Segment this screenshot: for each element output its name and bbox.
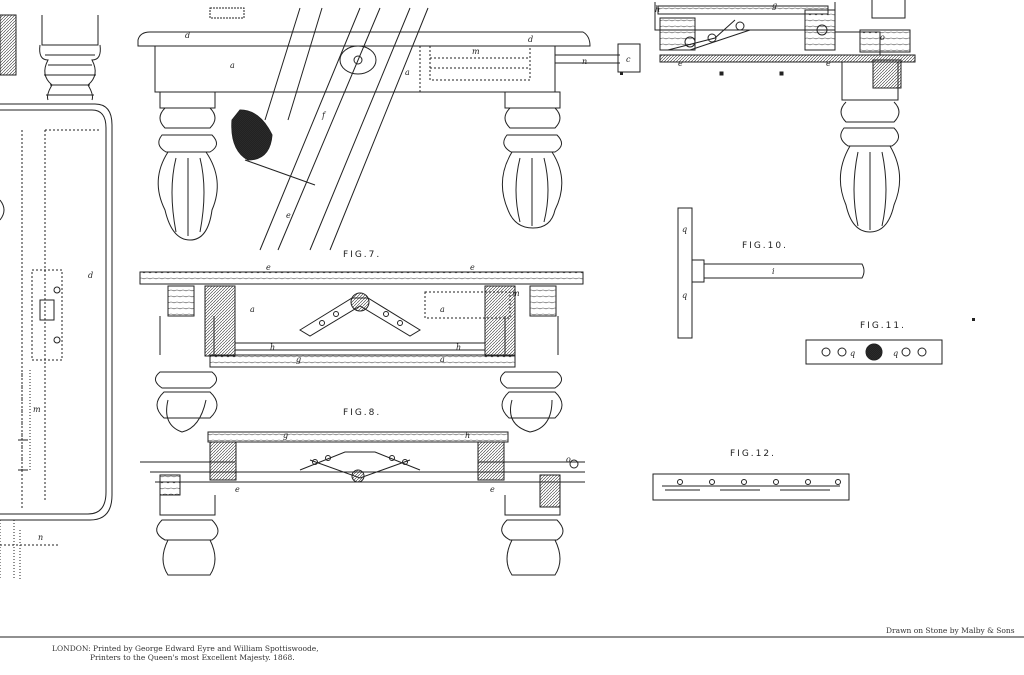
fig8-drawing: g h e e o [140,431,585,576]
printer-imprint: LONDON: Printed by George Edward Eyre an… [52,644,319,662]
letter-e-f8-1: e [235,485,240,494]
letter-e-tr-1: e [678,59,683,68]
lithographer-credit: Drawn on Stone by Malby & Sons [886,626,1015,635]
letter-d-top-1: d [185,31,190,40]
letter-q-f10-1: q [682,225,687,234]
letter-o-f8: o [566,455,571,464]
letter-q-f11-2: q [893,349,898,358]
letter-h-f7-2: h [456,343,461,352]
letter-e-top: e [286,211,291,220]
fig12-label: FIG.12. [730,449,776,459]
letter-m-left: m [33,405,41,414]
letter-h-f8: h [465,431,470,440]
letter-n-top: n [582,57,587,66]
letter-h-f7-1: h [270,343,275,352]
letter-e-f8-2: e [490,485,495,494]
letter-m-f7: m [512,289,520,298]
letter-e-f7-2: e [470,263,475,272]
letter-n-left: n [38,533,43,542]
letter-m-top: m [472,47,480,56]
imprint-line-2: Printers to the Queen's most Excellent M… [90,653,295,662]
top-right-detail: h g e e o [654,0,916,233]
letter-g-f7: g [296,355,301,364]
fig7-label: FIG.7. [343,250,382,260]
fig8-label: FIG.8. [343,408,382,418]
letter-d-top-2: d [528,35,533,44]
fig10-label: FIG.10. [742,241,788,251]
left-plan-view: d m n [0,14,113,580]
letter-i-f10: i [772,267,775,276]
fig10-drawing: q q i [677,207,865,339]
letter-g-tr: g [772,1,777,10]
letter-a-f7-2: a [440,305,445,314]
top-table-view: d d a a m n c f e [137,7,641,251]
letter-f-top: f [321,111,327,120]
letter-d-left: d [88,271,93,280]
letter-a-top-2: a [405,68,410,77]
letter-a-top-1: a [230,61,235,70]
letter-a-f7-3: a [440,355,445,364]
fig11-label: FIG.11. [860,321,906,331]
letter-q-f11-1: q [850,349,855,358]
letter-e-f7-1: e [266,263,271,272]
letter-e-tr-2: e [826,59,831,68]
letter-q-f10-2: q [682,291,687,300]
imprint-line-1: LONDON: Printed by George Edward Eyre an… [52,644,319,653]
fig12-drawing [652,473,850,501]
letter-g-f8: g [283,431,288,440]
fig11-drawing: q q [805,339,943,365]
fig7-drawing: e e a a a h h g m [139,263,584,433]
letter-a-f7-1: a [250,305,255,314]
letter-h-tr: h [655,5,660,14]
letter-o-tr: o [880,33,885,42]
letter-c-top: c [626,55,631,64]
